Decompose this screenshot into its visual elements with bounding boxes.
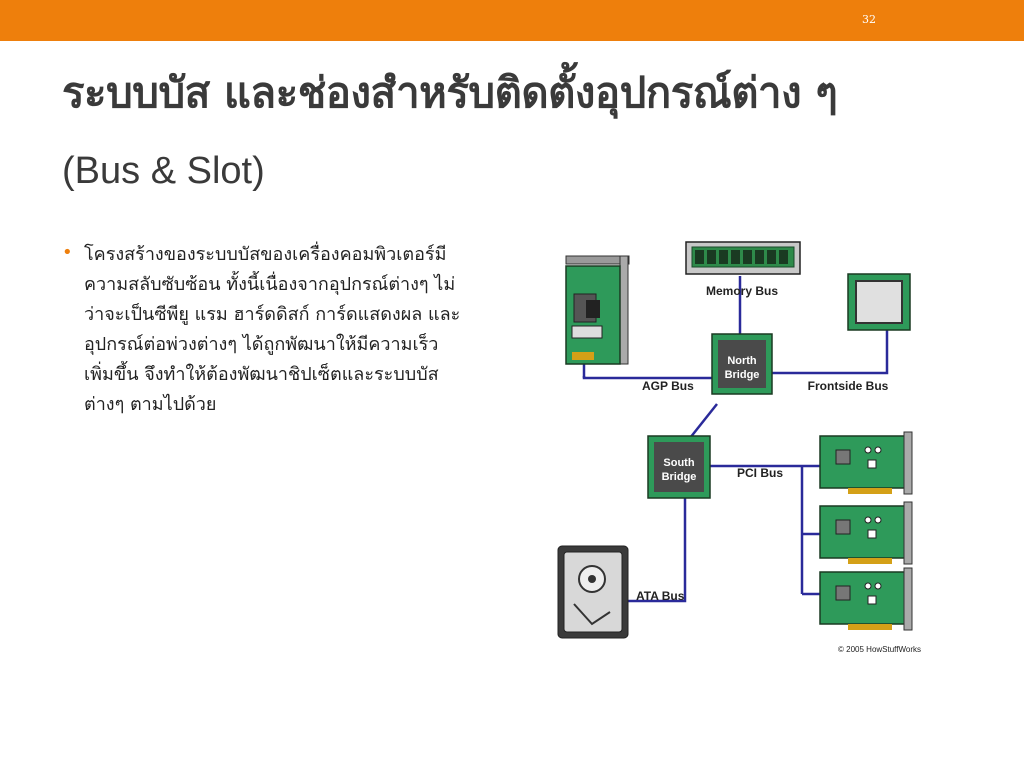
bullet-line: ความสลับซับซ้อน ทั้งนี้เนื่องจากอุปกรณ์ต… xyxy=(84,274,456,295)
top-accent-bar: 32 xyxy=(0,0,1024,41)
frontside-bus-label: Frontside Bus xyxy=(808,379,889,393)
south-bridge-chip-icon xyxy=(647,435,711,499)
south-bridge-label: South xyxy=(663,457,694,469)
pci-card-icon xyxy=(819,567,913,631)
memory-module-icon xyxy=(685,241,801,275)
ata-bus-label: ATA Bus xyxy=(636,589,685,603)
bullet-line: เพิ่มขึ้น จึงทำให้ต้องพัฒนาชิปเซ็ตและระบ… xyxy=(84,364,439,385)
agp-bus-label: AGP Bus xyxy=(642,379,694,393)
slide-title: ระบบบัส และช่องสำหรับติดตั้งอุปกรณ์ต่าง … xyxy=(62,68,838,117)
bullet-text: โครงสร้างของระบบบัสของเครื่องคอมพิวเตอร์… xyxy=(84,240,542,420)
north-bridge-chip-icon xyxy=(711,333,773,395)
bullet-line: อุปกรณ์ต่อพ่วงต่างๆ ได้ถูกพัฒนาให้มีความ… xyxy=(84,334,439,355)
agp-card-icon xyxy=(565,255,630,365)
memory-bus-label: Memory Bus xyxy=(706,284,778,298)
slide-subtitle: (Bus & Slot) xyxy=(62,150,265,192)
pci-card-icon xyxy=(819,431,913,495)
north-bridge-label: North xyxy=(727,355,757,367)
bullet-item: • โครงสร้างของระบบบัสของเครื่องคอมพิวเตอ… xyxy=(62,240,542,420)
bus-lines xyxy=(582,276,889,603)
north-bridge-label: Bridge xyxy=(725,369,760,381)
bus-diagram: Memory Bus AGP Bus Frontside Bus North B… xyxy=(557,241,921,654)
hard-disk-icon xyxy=(557,545,629,639)
bullet-icon: • xyxy=(62,242,73,263)
bullet-line: ต่างๆ ตามไปด้วย xyxy=(84,394,217,415)
slide-number: 32 xyxy=(862,13,876,26)
bullet-line: โครงสร้างของระบบบัสของเครื่องคอมพิวเตอร์… xyxy=(84,244,447,265)
south-bridge-label: Bridge xyxy=(662,471,697,483)
cpu-icon xyxy=(847,273,911,331)
bullet-line: ว่าจะเป็นซีพียู แรม ฮาร์ดดิสก์ การ์ดแสดง… xyxy=(84,304,461,325)
pci-card-icon xyxy=(819,501,913,565)
pci-bus-label: PCI Bus xyxy=(737,466,783,480)
copyright-label: © 2005 HowStuffWorks xyxy=(838,645,921,654)
